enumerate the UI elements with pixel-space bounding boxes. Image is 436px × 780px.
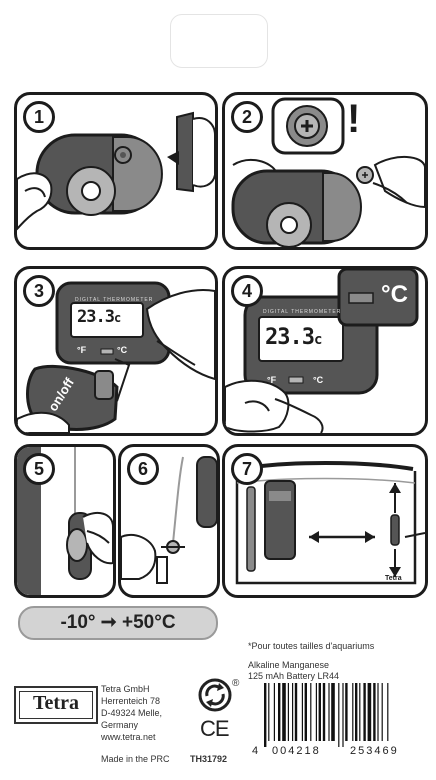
company-name: Tetra GmbH <box>101 684 150 694</box>
celsius-label-4: °C <box>313 375 324 385</box>
barcode-bar <box>373 683 376 741</box>
company-country: Germany <box>101 720 139 730</box>
lcd-reading-4: 23.3c <box>265 325 322 350</box>
barcode-bar <box>294 683 298 741</box>
step-2-panel: 2 ! <box>222 92 428 250</box>
temperature-range-label: -10° ➞ +50°C <box>18 606 218 640</box>
hang-tab-hole <box>170 14 268 68</box>
aquarium-note: *Pour toutes tailles d'aquariums <box>248 641 375 651</box>
power-switch-illustration <box>17 281 215 433</box>
tank-brand-mark: Tetra <box>385 575 402 582</box>
company-city: D-49324 Melle, <box>101 708 163 718</box>
barcode-bar <box>331 683 335 741</box>
step-number-6: 6 <box>127 453 159 485</box>
battery-type: Alkaline Manganese <box>248 660 330 670</box>
barcode-bar <box>345 683 348 741</box>
step-5-panel: 5 <box>14 444 116 598</box>
brand-text-3: DIGITAL THERMOMETER <box>75 297 154 303</box>
barcode-bar <box>264 683 267 747</box>
barcode-bar <box>342 683 344 747</box>
fahrenheit-label-3: °F <box>77 345 87 355</box>
barcode-bar <box>381 683 383 741</box>
barcode-bar <box>315 683 317 741</box>
barcode-bar <box>367 683 372 741</box>
barcode-bar <box>304 683 307 741</box>
step-6-panel: 6 <box>118 444 220 598</box>
barcode-bar <box>268 683 270 741</box>
company-street: Herrenteich 78 <box>101 696 161 706</box>
celsius-label-3: °C <box>117 345 128 355</box>
ce-mark: CE <box>200 716 230 741</box>
barcode-bars <box>264 683 389 747</box>
barcode-bar <box>377 683 379 741</box>
barcode-bar <box>338 683 340 747</box>
article-number: TH31792 <box>190 754 228 764</box>
step-number-3: 3 <box>23 275 55 307</box>
attention-mark: ! <box>347 97 361 141</box>
step-1-panel: 1 <box>14 92 218 250</box>
brand-text-4: DIGITAL THERMOMETER <box>263 309 342 315</box>
step-number-2: 2 <box>231 101 263 133</box>
barcode-bar <box>328 683 330 741</box>
step-number-4: 4 <box>231 275 263 307</box>
barcode-bar <box>287 683 289 741</box>
barcode-bar <box>310 683 312 741</box>
barcode-bar <box>355 683 358 741</box>
barcode: 4 004218 253469 <box>248 683 430 759</box>
barcode-bar <box>387 683 389 741</box>
company-website: www.tetra.net <box>101 732 156 742</box>
barcode-bar <box>292 683 294 741</box>
step-number-7: 7 <box>231 453 263 485</box>
barcode-bar <box>282 683 286 741</box>
barcode-group-left: 004218 <box>272 745 321 757</box>
tetra-logo: Tetra <box>14 686 98 724</box>
barcode-bar <box>301 683 303 741</box>
fahrenheit-label-4: °F <box>267 375 277 385</box>
step-7-panel: 7 Tetra <box>222 444 428 598</box>
step-4-panel: 4 DIGITAL THERMOMETER 23.3c °F °C °C <box>222 266 428 436</box>
barcode-digit-first: 4 <box>252 745 259 757</box>
barcode-bar <box>359 683 361 741</box>
lcd-reading-3: 23.3c <box>77 307 121 327</box>
barcode-group-right: 253469 <box>350 745 399 757</box>
step-3-panel: 3 DIGITAL THERMOMETER 23.3c °F °C on/off <box>14 266 218 436</box>
thermometer-battery-cover-illustration <box>17 111 215 231</box>
battery-insert-illustration <box>231 97 425 247</box>
step-number-5: 5 <box>23 453 55 485</box>
barcode-bar <box>352 683 354 741</box>
barcode-bar <box>322 683 326 741</box>
aquarium-placement-illustration <box>235 461 425 585</box>
barcode-bar <box>363 683 366 741</box>
barcode-bar <box>278 683 281 741</box>
barcode-bar <box>318 683 321 741</box>
battery-spec: 125 mAh Battery LR44 <box>248 671 340 681</box>
barcode-bar <box>273 683 275 741</box>
celsius-badge: °C <box>381 281 408 308</box>
unit-select-illustration <box>225 269 419 433</box>
made-in-label: Made in the PRC <box>101 754 170 764</box>
step-number-1: 1 <box>23 101 55 133</box>
recycling-icon <box>198 678 232 712</box>
sensor-cable-illustration <box>121 456 217 584</box>
registered-mark: ® <box>232 678 240 689</box>
